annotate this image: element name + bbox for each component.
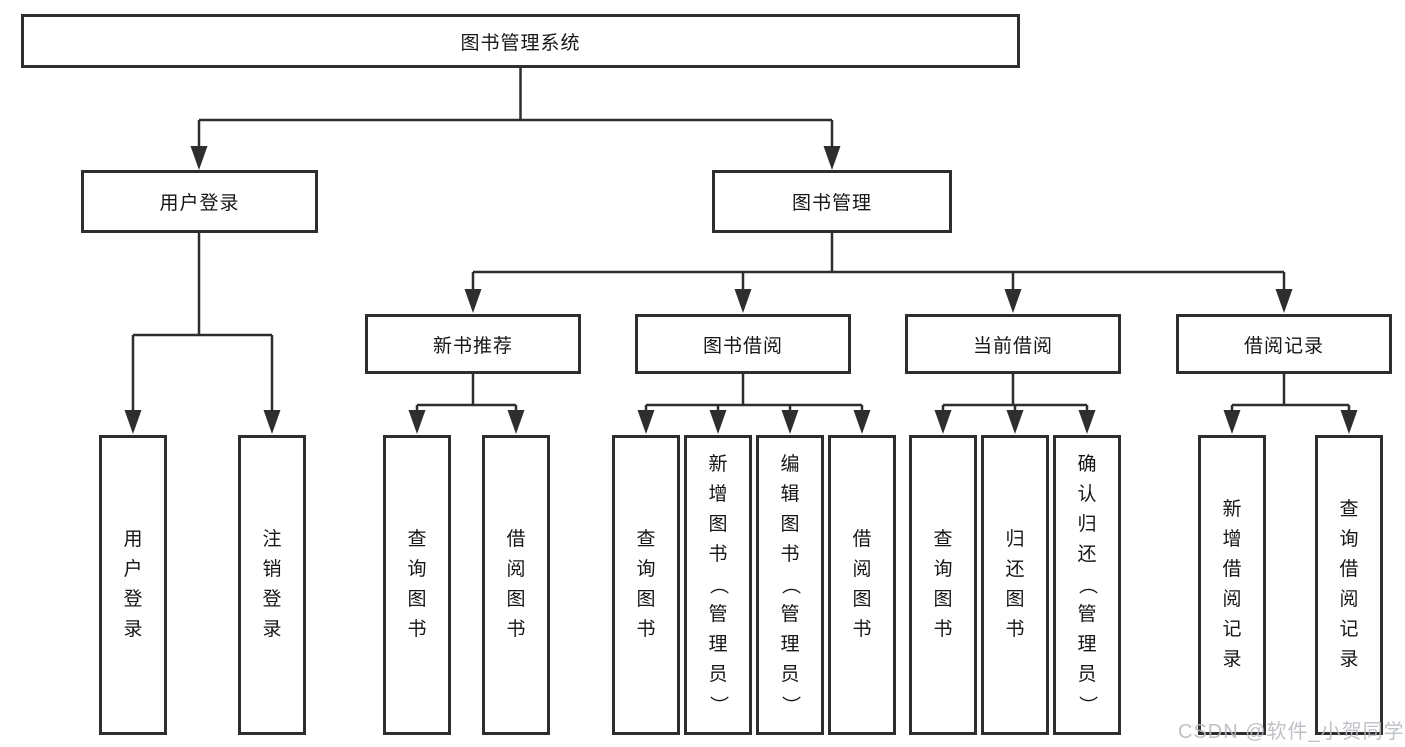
node-book-borrow-label: 图书借阅	[702, 335, 783, 357]
leaf-query-books-borrow-label: 查询图书	[636, 529, 656, 640]
watermark: CSDN @软件_小贺同学	[1178, 721, 1405, 743]
leaf-query-books-recommend-label: 查询图书	[407, 529, 427, 640]
node-current-borrow-label: 当前借阅	[972, 335, 1053, 357]
leaf-edit-book-admin: 编辑图书（管理员）	[756, 435, 824, 735]
leaf-add-borrow-record-label: 新增借阅记录	[1222, 499, 1242, 670]
node-new-book-recommend-label: 新书推荐	[432, 335, 513, 357]
node-book-management-label: 图书管理	[791, 193, 872, 214]
leaf-query-books-current: 查询图书	[909, 435, 977, 735]
leaf-logout-label: 注销登录	[262, 529, 282, 640]
leaf-add-book-admin-label: 新增图书（管理员）	[707, 454, 729, 715]
leaf-return-book: 归还图书	[981, 435, 1049, 735]
leaf-user-login: 用户登录	[99, 435, 167, 735]
node-current-borrow: 当前借阅	[905, 314, 1121, 374]
node-book-management: 图书管理	[712, 170, 952, 233]
node-book-borrow: 图书借阅	[635, 314, 851, 374]
arrowheads	[124, 146, 1358, 434]
node-borrow-records: 借阅记录	[1176, 314, 1392, 374]
leaf-logout: 注销登录	[238, 435, 306, 735]
leaf-query-books-borrow: 查询图书	[612, 435, 680, 735]
leaf-borrow-books-recommend-label: 借阅图书	[506, 529, 526, 640]
leaf-user-login-label: 用户登录	[123, 529, 143, 640]
leaf-return-book-label: 归还图书	[1005, 529, 1025, 640]
node-user-login: 用户登录	[81, 170, 318, 233]
leaf-borrow-books-borrow: 借阅图书	[828, 435, 896, 735]
leaf-borrow-books-recommend: 借阅图书	[482, 435, 550, 735]
leaf-add-book-admin: 新增图书（管理员）	[684, 435, 752, 735]
node-library-system-label: 图书管理系统	[460, 32, 581, 54]
leaf-query-books-current-label: 查询图书	[933, 529, 953, 640]
node-borrow-records-label: 借阅记录	[1243, 335, 1324, 357]
leaf-confirm-return-admin-label: 确认归还（管理员）	[1076, 454, 1098, 715]
leaf-query-borrow-record: 查询借阅记录	[1315, 435, 1383, 735]
node-user-login-label: 用户登录	[159, 193, 240, 214]
leaf-borrow-books-borrow-label: 借阅图书	[852, 529, 872, 640]
leaf-query-borrow-record-label: 查询借阅记录	[1339, 499, 1359, 670]
leaf-query-books-recommend: 查询图书	[383, 435, 451, 735]
leaf-confirm-return-admin: 确认归还（管理员）	[1053, 435, 1121, 735]
node-new-book-recommend: 新书推荐	[365, 314, 581, 374]
leaf-add-borrow-record: 新增借阅记录	[1198, 435, 1266, 735]
leaf-edit-book-admin-label: 编辑图书（管理员）	[779, 454, 801, 715]
node-library-system: 图书管理系统	[21, 14, 1020, 68]
